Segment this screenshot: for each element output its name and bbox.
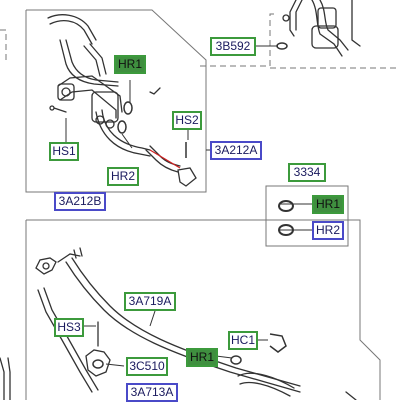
leader-lines bbox=[65, 45, 312, 367]
callout-hr1-lower[interactable]: HR1 bbox=[186, 348, 218, 367]
dashed-group-outline-3 bbox=[0, 29, 7, 60]
callout-hr2-kit[interactable]: HR2 bbox=[312, 221, 344, 240]
clip-hc1 bbox=[269, 333, 287, 353]
callout-3a713a[interactable]: 3A713A bbox=[126, 383, 178, 402]
upper-pipe-assembly bbox=[47, 14, 181, 173]
callout-3b592[interactable]: 3B592 bbox=[210, 37, 256, 56]
callout-hs3[interactable]: HS3 bbox=[54, 318, 84, 337]
callout-3334[interactable]: 3334 bbox=[288, 163, 326, 182]
o-ring-hr1-lower bbox=[230, 355, 242, 365]
red-leader-line bbox=[149, 149, 181, 169]
lower-group-frame bbox=[26, 219, 381, 400]
upper-group-frame bbox=[25, 9, 207, 193]
callout-hr1-upper[interactable]: HR1 bbox=[114, 55, 146, 74]
seal-kit-frame bbox=[265, 185, 349, 247]
clip-3b592 bbox=[276, 42, 288, 50]
o-ring-3c510 bbox=[92, 359, 104, 369]
callout-3c510[interactable]: 3C510 bbox=[126, 357, 168, 376]
o-ring-hr1-upper bbox=[123, 101, 133, 115]
callout-hs2[interactable]: HS2 bbox=[172, 111, 202, 130]
o-ring-hr2-upper bbox=[117, 120, 127, 134]
dashed-group-outline bbox=[200, 13, 276, 67]
top-right-hose-assembly bbox=[282, 0, 361, 57]
callout-3a719a[interactable]: 3A719A bbox=[124, 292, 176, 311]
callout-hr2-upper[interactable]: HR2 bbox=[107, 167, 139, 186]
callout-hs1[interactable]: HS1 bbox=[49, 142, 79, 161]
callout-hr1-kit[interactable]: HR1 bbox=[312, 195, 344, 214]
o-ring-kit-hr1 bbox=[278, 200, 294, 212]
pipe-clip bbox=[177, 167, 197, 187]
callout-hc1[interactable]: HC1 bbox=[228, 331, 258, 350]
callout-3a212b[interactable]: 3A212B bbox=[54, 192, 106, 211]
callout-3a212a[interactable]: 3A212A bbox=[210, 141, 262, 160]
